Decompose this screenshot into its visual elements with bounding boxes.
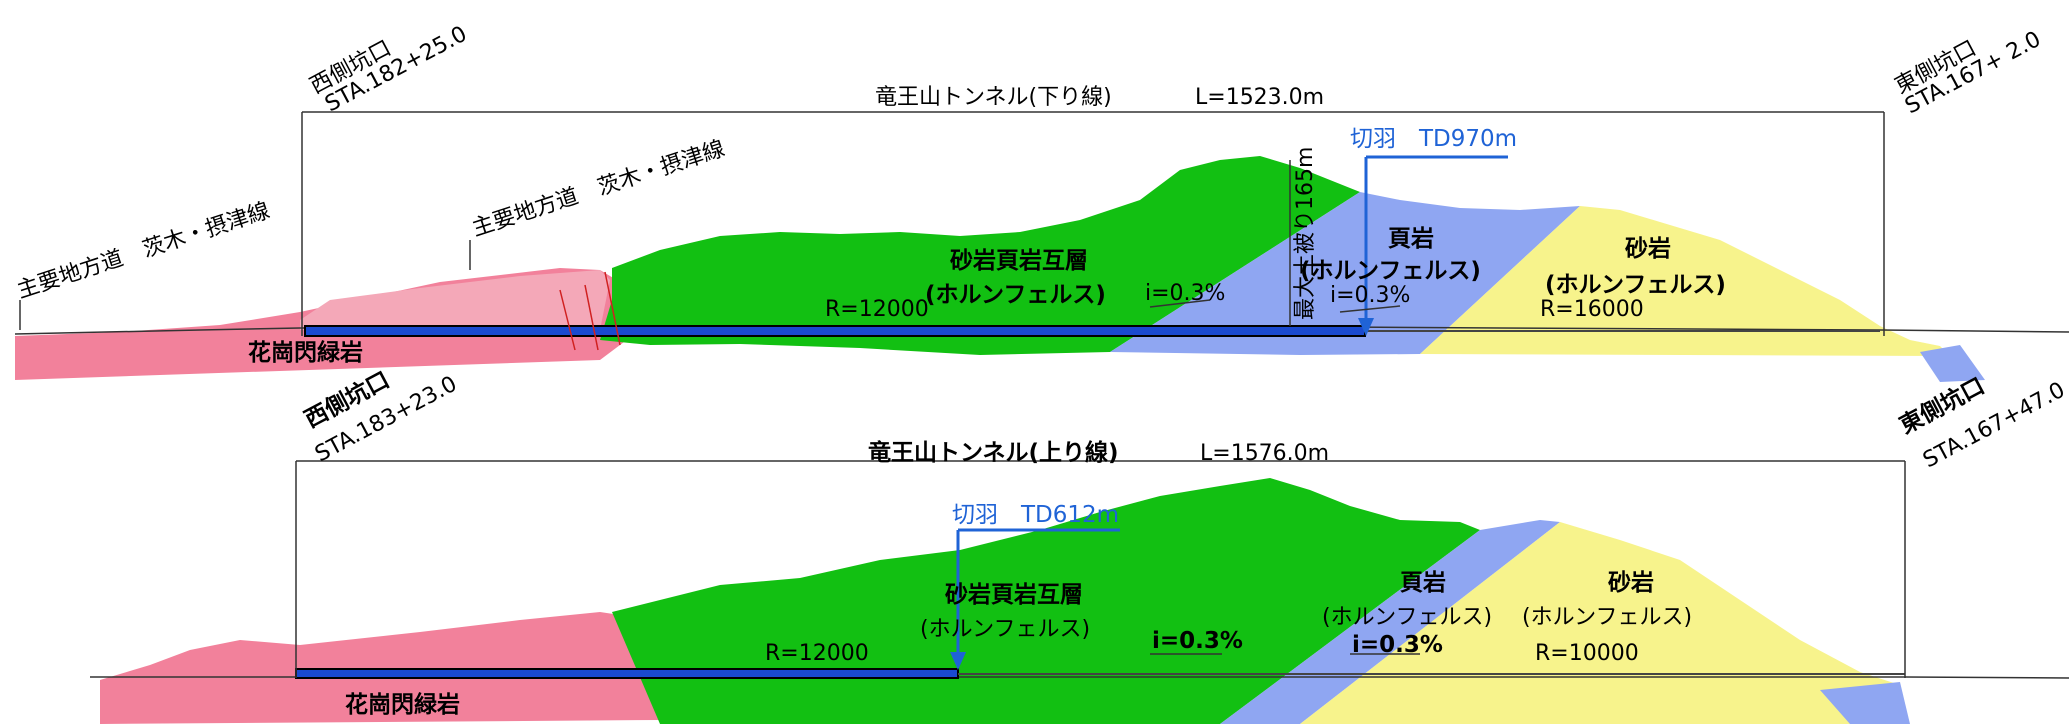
- up-grade-left: i=0.3%: [1152, 628, 1243, 654]
- down-grade-arrow-right: [1339, 305, 1401, 313]
- up-east-shale-wedge: [1820, 682, 1910, 724]
- up-length: L=1576.0m: [1200, 441, 1329, 466]
- down-shale-label: 頁岩: [1388, 226, 1434, 252]
- down-title: 竜王山トンネル(下り線): [875, 85, 1112, 110]
- down-grade-right: i=0.3%: [1330, 283, 1410, 308]
- down-cut-face-label: 切羽 TD970m: [1350, 126, 1517, 152]
- down-granite-label: 花崗閃緑岩: [248, 339, 363, 366]
- up-grade-right: i=0.3%: [1352, 632, 1443, 658]
- down-cut-face-arrowhead: [1358, 318, 1374, 336]
- down-sandstone-layer: [1420, 206, 1950, 356]
- down-grade-arrow-left: [1149, 299, 1211, 308]
- up-alternation-label: 砂岩頁岩互層: [945, 582, 1083, 608]
- down-road-label-left: 主要地方道 茨木・摂津線: [14, 198, 273, 303]
- down-east-shale-wedge: [1920, 345, 1985, 382]
- down-tunnel-bar: [304, 325, 1366, 337]
- up-shale-label: 頁岩: [1400, 570, 1446, 596]
- up-radius-right: R=10000: [1535, 641, 1639, 666]
- down-shale-layer: [1110, 192, 1580, 355]
- down-alternation-label: 砂岩頁岩互層: [950, 248, 1088, 274]
- down-line-profile: 西側坑口 STA.182+25.0 東側坑口 STA.167+ 2.0 竜王山ト…: [14, 22, 2069, 382]
- down-radius-right: R=16000: [1540, 297, 1644, 322]
- up-sandstone-label: 砂岩: [1608, 570, 1654, 596]
- down-grade-left: i=0.3%: [1145, 281, 1225, 306]
- up-granite-label: 花崗閃緑岩: [345, 691, 460, 718]
- up-cut-face-arrowhead: [950, 652, 966, 670]
- down-radius-left: R=12000: [825, 297, 929, 322]
- down-max-cover: 最大土被り165m: [1293, 147, 1318, 320]
- up-shale-sub: (ホルンフェルス): [1322, 605, 1492, 630]
- down-length: L=1523.0m: [1195, 85, 1324, 110]
- up-alternation-layer: [612, 478, 1480, 724]
- up-sandstone-sub: (ホルンフェルス): [1522, 605, 1692, 630]
- up-tunnel-bar: [295, 668, 959, 679]
- up-radius-left: R=12000: [765, 641, 869, 666]
- down-alternation-sub: (ホルンフェルス): [925, 282, 1106, 308]
- down-shale-sub: (ホルンフェルス): [1300, 258, 1481, 284]
- down-road-label-mid: 主要地方道 茨木・摂津線: [469, 136, 728, 241]
- down-sandstone-label: 砂岩: [1625, 236, 1671, 262]
- down-hillside: [300, 270, 610, 330]
- up-line-profile: 西側坑口 STA.183+23.0 東側坑口 STA.167+47.0 竜王山ト…: [90, 366, 2069, 724]
- up-alternation-sub: (ホルンフェルス): [920, 617, 1090, 642]
- up-title: 竜王山トンネル(上り線): [868, 439, 1119, 466]
- down-sandstone-sub: (ホルンフェルス): [1545, 272, 1726, 298]
- down-fault-lines: [559, 271, 621, 351]
- up-cut-face-label: 切羽 TD612m: [952, 502, 1119, 528]
